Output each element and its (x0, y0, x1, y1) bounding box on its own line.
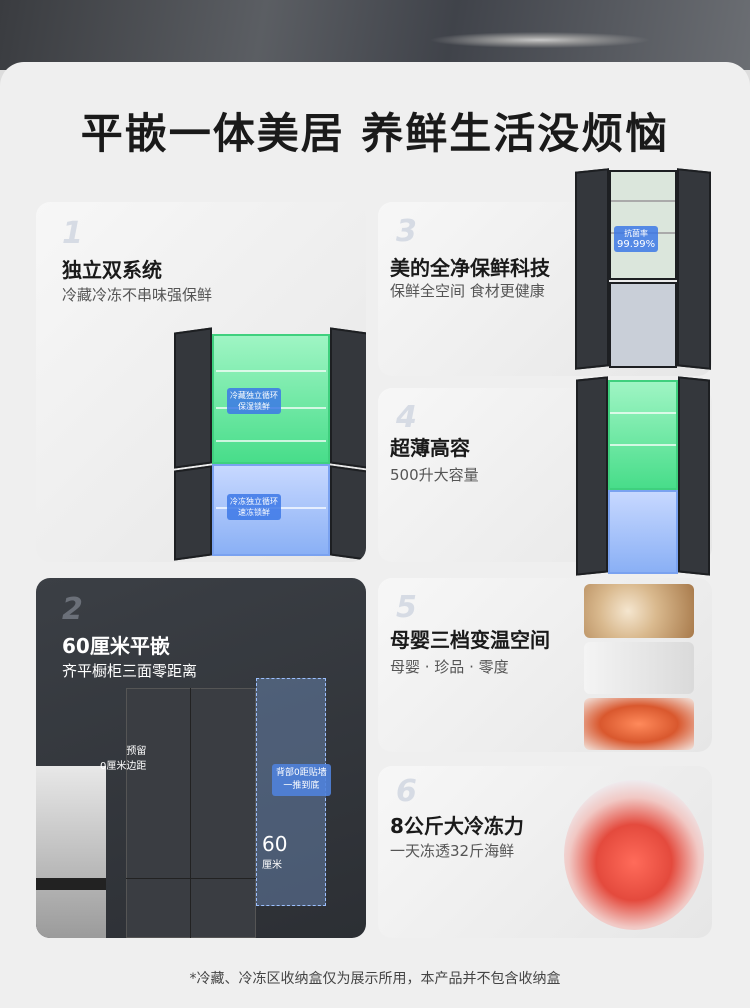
background-marble (0, 0, 750, 70)
feature-title: 8公斤大冷冻力 (390, 814, 524, 838)
feature-subtitle: 冷藏冷冻不串味强保鲜 (62, 286, 213, 304)
feature-subtitle: 500升大容量 (390, 466, 479, 484)
depth-value: 60 (262, 832, 288, 856)
feature-card-dual-system: 1 独立双系统 冷藏冷冻不串味强保鲜 冷藏独立循环保湿锁鲜 冷冻独立循环速冻锁鲜 (36, 202, 366, 562)
frozen-crab-photo (564, 780, 704, 930)
page-title: 平嵌一体美居 养鲜生活没烦恼 (80, 109, 670, 158)
feature-number: 6 (396, 774, 417, 809)
feature-number: 5 (396, 590, 417, 625)
dumpling-photo (584, 584, 694, 638)
feature-subtitle: 齐平橱柜三面零距离 (62, 662, 198, 680)
depth-unit: 厘米 (262, 860, 282, 871)
feature-card-freezing: 6 8公斤大冷冻力 一天冻透32斤海鲜 (378, 766, 712, 938)
callout-back-gap: 背部0距贴墙一推到底 (272, 764, 331, 796)
feature-title: 独立双系统 (62, 258, 162, 282)
callout-freezer-loop: 冷冻独立循环速冻锁鲜 (227, 494, 281, 520)
feature-card-variable-temp: 5 母婴三档变温空间 母婴 · 珍品 · 零度 (378, 578, 712, 752)
feature-subtitle: 保鲜全空间 食材更健康 (390, 282, 545, 300)
feature-number: 3 (396, 214, 417, 249)
feature-title: 美的全净保鲜科技 (390, 256, 550, 280)
feature-title: 60厘米平嵌 (62, 634, 170, 658)
callout-fridge-loop: 冷藏独立循环保湿锁鲜 (227, 388, 281, 414)
feature-number: 1 (62, 216, 83, 251)
feature-title: 母婴三档变温空间 (390, 628, 550, 652)
salmon-photo (584, 698, 694, 750)
milk-bags-photo (584, 642, 694, 694)
feature-subtitle: 一天冻透32斤海鲜 (390, 842, 515, 860)
feature-subtitle: 母婴 · 珍品 · 零度 (390, 658, 509, 676)
feature-title: 超薄高容 (390, 436, 470, 460)
disclaimer-footnote: *冷藏、冷冻区收纳盒仅为展示所用，本产品并不包含收纳盒 (189, 971, 561, 987)
feature-number: 2 (62, 592, 83, 627)
feature-number: 4 (396, 400, 417, 435)
